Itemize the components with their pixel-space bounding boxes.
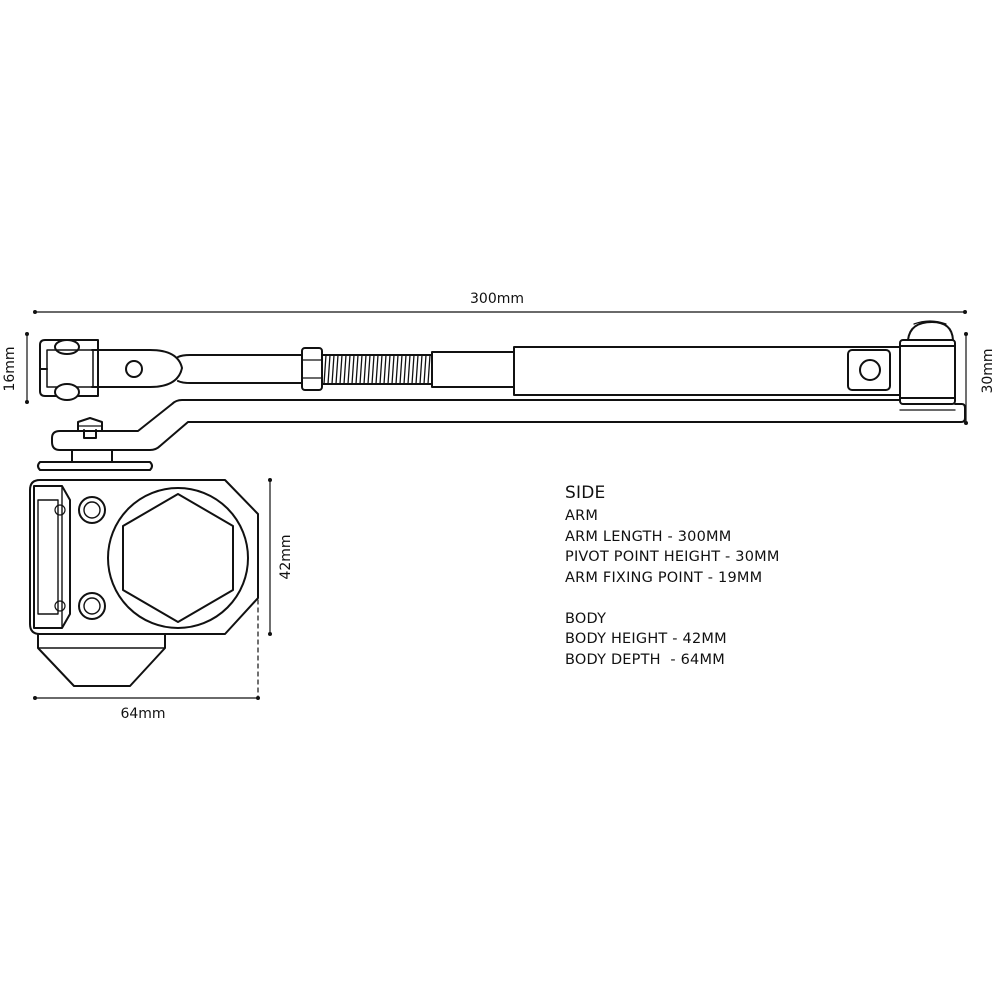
arm-assembly bbox=[39, 320, 966, 451]
dimension-line-fixing-height bbox=[25, 332, 29, 404]
spec-spacer bbox=[565, 588, 780, 609]
label-fixing-height: 16mm bbox=[2, 346, 18, 391]
spec-heading: SIDE bbox=[565, 483, 606, 503]
dimension-line-arm-length bbox=[33, 310, 967, 314]
spec-pivot-height: PIVOT POINT HEIGHT - 30MM bbox=[565, 549, 780, 565]
dimension-line-body-depth bbox=[33, 599, 260, 700]
spec-body-depth: BODY DEPTH - 64MM bbox=[565, 651, 725, 668]
label-pivot-height: 30mm bbox=[980, 348, 996, 393]
label-body-depth: 64mm bbox=[120, 706, 165, 722]
spec-arm-length: ARM LENGTH - 300MM bbox=[565, 528, 732, 545]
spec-fixing-point: ARM FIXING POINT - 19MM bbox=[565, 569, 763, 586]
label-body-height: 42mm bbox=[278, 534, 294, 579]
dimension-line-body-height bbox=[268, 478, 272, 636]
spec-body-height: BODY HEIGHT - 42MM bbox=[565, 631, 727, 647]
closer-body bbox=[29, 449, 259, 687]
spec-arm-title: ARM bbox=[565, 508, 599, 524]
spec-body-title: BODY bbox=[565, 610, 607, 627]
label-arm-length: 300mm bbox=[470, 291, 524, 307]
spec-list: SIDE ARM ARM LENGTH - 300MM PIVOT POINT … bbox=[565, 482, 780, 670]
